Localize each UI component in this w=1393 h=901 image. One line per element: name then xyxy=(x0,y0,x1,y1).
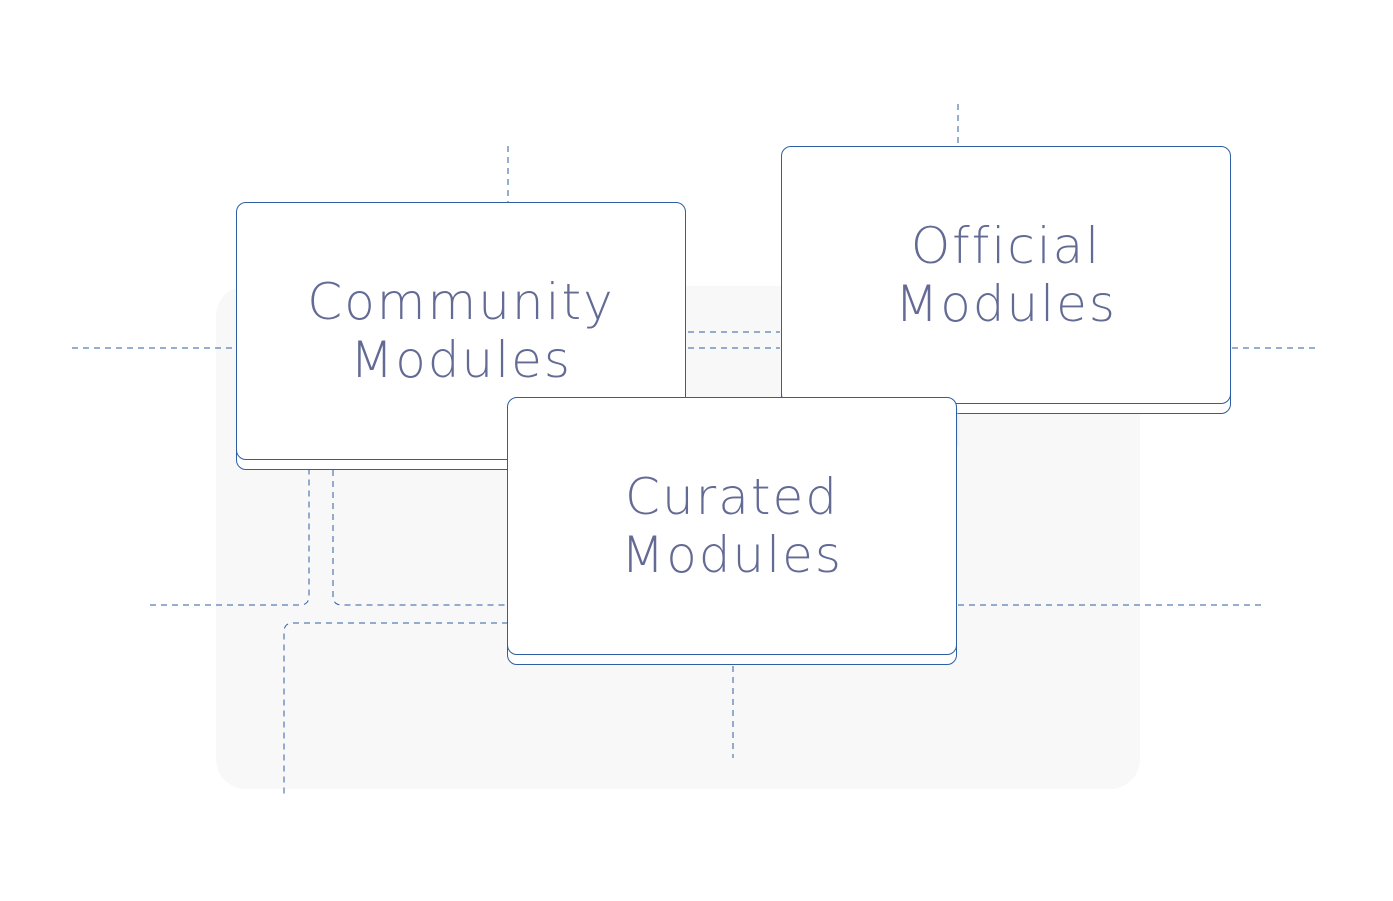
curated-card-face: Curated Modules xyxy=(507,397,957,655)
guide-line-lower-branch xyxy=(283,622,508,795)
community-card-title-line2: Modules xyxy=(350,331,572,389)
official-modules-card: Official Modules xyxy=(781,146,1231,414)
official-card-title-line2: Modules xyxy=(895,275,1117,333)
curated-card-title-line2: Modules xyxy=(621,526,843,584)
guide-line-lower-left xyxy=(150,470,310,606)
guide-line-lower-inner xyxy=(332,470,508,606)
curated-modules-card: Curated Modules xyxy=(507,397,957,665)
official-card-title-line1: Official xyxy=(910,217,1102,275)
official-card-face: Official Modules xyxy=(781,146,1231,404)
community-card-title-line1: Community xyxy=(307,273,615,331)
curated-card-title-line1: Curated xyxy=(625,468,839,526)
